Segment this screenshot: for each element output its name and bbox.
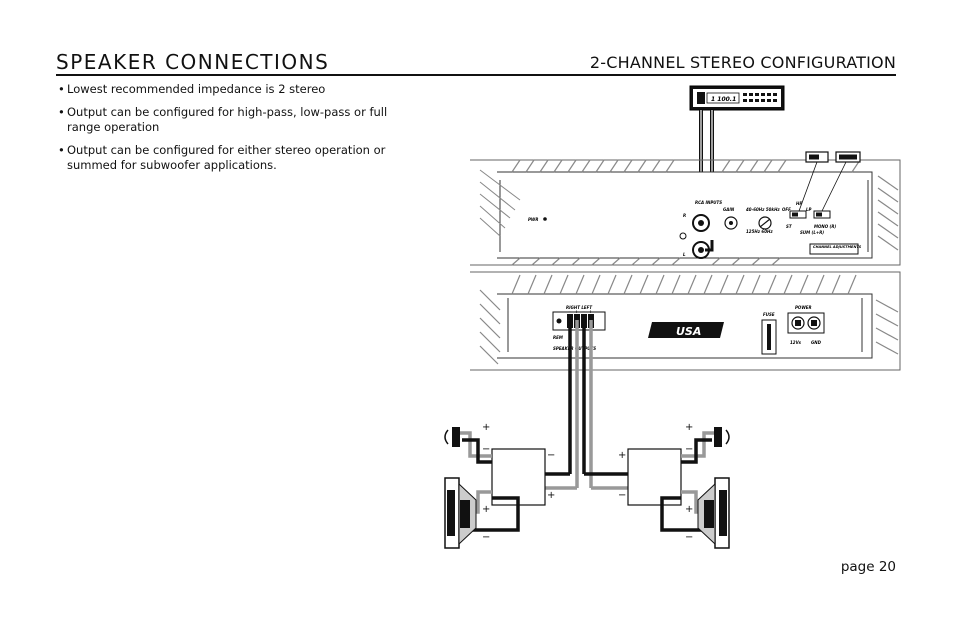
brand-logo: USA <box>648 322 724 338</box>
speaker-terminal-header: RIGHT LEFT <box>566 305 592 310</box>
minus-sign: − <box>685 444 693 455</box>
plus-sign: + <box>685 422 693 433</box>
st-label: ST <box>786 224 792 229</box>
upper-amplifier: PWR RCA INPUTS R L GAIN 40-60Hz 50kHz 12… <box>470 151 901 266</box>
speaker-wires <box>545 320 628 490</box>
rca-label: RCA INPUTS <box>695 200 722 205</box>
terminal-sign: + <box>575 309 578 314</box>
plus-sign: + <box>482 504 490 515</box>
minus-sign: − <box>547 450 555 461</box>
terminal-sign: − <box>582 309 585 314</box>
polarity-marks: + − − + + − + − + − + − <box>482 422 693 543</box>
power-label: POWER <box>795 305 812 310</box>
bullet-item: Output can be configured for either ster… <box>58 143 403 173</box>
mono-label: MONO (R) <box>814 224 836 229</box>
plus-sign: + <box>618 450 626 461</box>
right-woofer <box>697 477 730 549</box>
bullet-item: Lowest recommended impedance is 2 stereo <box>58 82 403 97</box>
rem-label: REM <box>553 335 563 340</box>
head-unit: 1 100.1 <box>689 85 785 111</box>
bullet-list: Lowest recommended impedance is 2 stereo… <box>58 82 403 181</box>
head-unit-display: 1 100.1 <box>711 96 736 103</box>
minus-sign: − <box>618 490 626 501</box>
freq-bottom-label: 125Hz 60Hz <box>746 229 773 234</box>
lp-label: LP <box>806 207 812 212</box>
off-label: OFF <box>782 207 791 212</box>
channel-r-label: R <box>683 213 686 218</box>
channel-adjust-label: CHANNEL ADJUSTMENTS <box>813 245 862 249</box>
left-tweeter <box>444 427 460 447</box>
left-woofer <box>444 477 477 549</box>
section-subtitle: 2-CHANNEL STEREO CONFIGURATION <box>589 53 896 72</box>
power-12v-label: 12Vs <box>790 340 802 345</box>
minus-sign: − <box>482 532 490 543</box>
right-tweeter <box>714 427 730 447</box>
power-led-label: PWR <box>528 217 538 222</box>
minus-sign: − <box>482 444 490 455</box>
lower-amplifier: RIGHT LEFT − + − + REM SPEAKER OUTPUTS U… <box>470 271 901 371</box>
sum-label: SUM (L+R) <box>800 230 824 235</box>
power-gnd-label: GND <box>811 340 822 345</box>
plus-sign: + <box>482 422 490 433</box>
bullet-item: Output can be configured for high-pass, … <box>58 105 403 135</box>
freq-top-label: 40-60Hz 50kHz <box>746 207 780 212</box>
page-title: SPEAKER CONNECTIONS <box>56 50 330 74</box>
fuse-label: FUSE <box>763 312 775 317</box>
hp-label: HP <box>796 201 802 206</box>
terminal-sign: − <box>568 309 571 314</box>
channel-l-label: L <box>683 252 686 257</box>
terminal-sign: + <box>589 309 592 314</box>
brand-text: USA <box>676 325 701 338</box>
page-number: page 20 <box>840 559 896 575</box>
speaker-outputs-label: SPEAKER OUTPUTS <box>553 346 596 351</box>
plus-sign: + <box>547 490 555 501</box>
gain-label: GAIN <box>723 207 735 212</box>
title-rule <box>56 74 896 76</box>
right-crossover <box>627 431 719 532</box>
plus-sign: + <box>685 504 693 515</box>
left-crossover <box>455 431 546 532</box>
minus-sign: − <box>685 532 693 543</box>
